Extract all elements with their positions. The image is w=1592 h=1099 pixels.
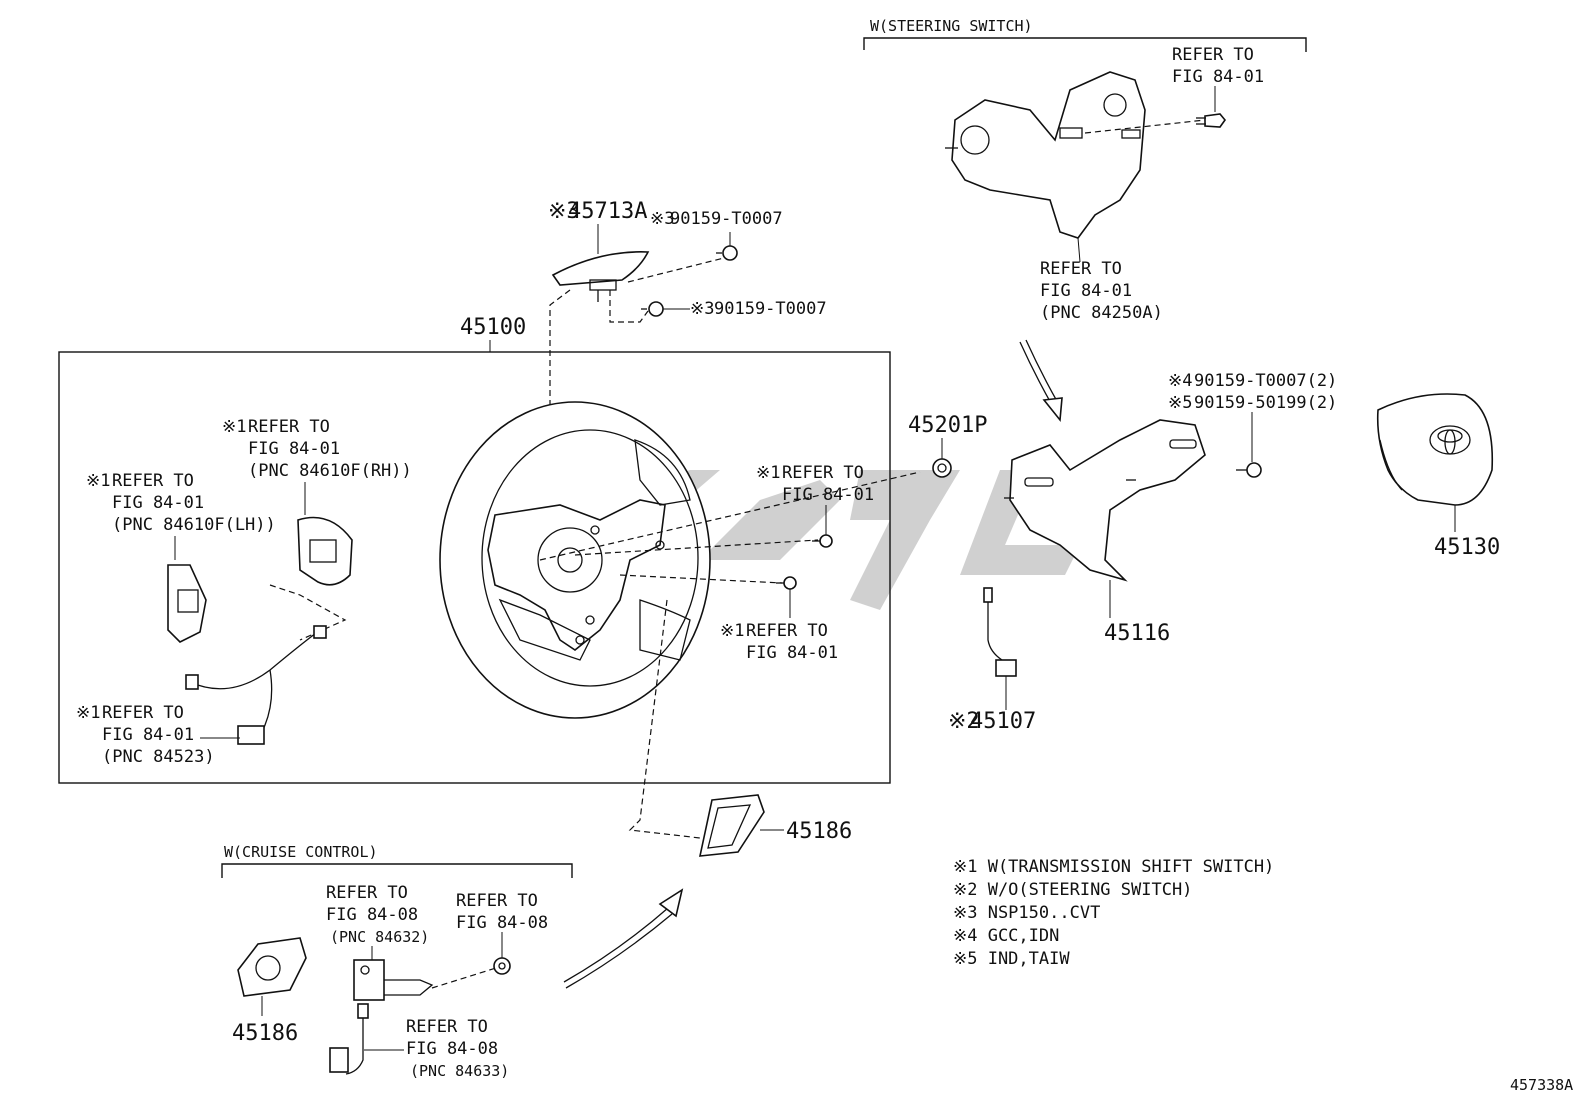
- part-45107-mark: ※2: [948, 709, 980, 734]
- steering-wheel-icon: [439, 401, 711, 719]
- ref-shift-rh-2: FIG 84-01: [248, 439, 340, 459]
- ref-shift-rh-mark: ※1: [222, 417, 246, 437]
- switch-bezel: [237, 937, 307, 997]
- steering-switch-cover: [1004, 419, 1206, 582]
- switch-icon: [167, 564, 207, 643]
- note-2: ※2 W/O(STEERING SWITCH): [953, 880, 1192, 900]
- ref-shift-rh-3: (PNC 84610F(RH)): [248, 461, 412, 481]
- ref-wire-2: FIG 84-01: [102, 725, 194, 745]
- part-45100: 45100: [460, 315, 526, 340]
- bolt-icon: [1196, 113, 1227, 128]
- ref-cruise-bolt-2: FIG 84-08: [456, 913, 548, 933]
- wire-harness-icon: [185, 625, 327, 745]
- switch-bezel: [698, 794, 765, 857]
- ref-steering-switch-1: REFER TO: [1040, 259, 1122, 279]
- arrow-icon: [1019, 339, 1063, 423]
- ref-shift-rh-1: REFER TO: [248, 417, 330, 437]
- part-90159-right-a-mark: ※4: [1168, 371, 1192, 391]
- ref-cruise-switch-3: (PNC 84632): [330, 928, 429, 946]
- note-3: ※3 NSP150..CVT: [953, 903, 1100, 923]
- ref-cruise-switch-2: FIG 84-08: [326, 905, 418, 925]
- part-90159-right-b: 90159-50199(2): [1194, 393, 1337, 413]
- switch-icon: [353, 959, 434, 1001]
- ref-steering-top-1: REFER TO: [1172, 45, 1254, 65]
- ref-cruise-wire-3: (PNC 84633): [410, 1062, 509, 1080]
- airbag-icon: [1376, 393, 1494, 506]
- notes-list: ※1 W(TRANSMISSION SHIFT SWITCH) ※2 W/O(S…: [953, 857, 1274, 969]
- part-90159-right-b-mark: ※5: [1168, 393, 1192, 413]
- cruise-control-group-label: W(CRUISE CONTROL): [224, 843, 378, 861]
- bolt-icon: [716, 245, 738, 261]
- cover-45713A: [551, 251, 650, 302]
- part-90159-mid: 90159-T0007: [714, 299, 827, 319]
- bolt-icon: [812, 534, 833, 548]
- part-90159-top: 90159-T0007: [670, 209, 783, 229]
- ref-shift-lh-1: REFER TO: [112, 471, 194, 491]
- part-45116: 45116: [1104, 621, 1170, 646]
- part-45713A: 45713A: [568, 199, 647, 224]
- ref-wire-1: REFER TO: [102, 703, 184, 723]
- note-4: ※4 GCC,IDN: [953, 926, 1059, 946]
- bolt-icon: [1236, 462, 1262, 478]
- ref-wire-3: (PNC 84523): [102, 747, 215, 767]
- cruise-control-group: W(CRUISE CONTROL): [221, 843, 573, 878]
- part-90159-top-mark: ※3: [650, 209, 674, 229]
- ref-shift-lh-mark: ※1: [86, 471, 110, 491]
- wire-harness-icon: [983, 587, 1017, 677]
- bolt-icon: [493, 957, 511, 975]
- ref-screw-lower-2: FIG 84-01: [746, 643, 838, 663]
- ref-screw-lower-mark: ※1: [720, 621, 744, 641]
- toyota-logo-icon: [1429, 425, 1471, 455]
- bolt-icon: [641, 301, 664, 317]
- part-90159-mid-mark: ※3: [690, 299, 714, 319]
- part-45130: 45130: [1434, 535, 1500, 560]
- steering-switch-group: W(STEERING SWITCH): [863, 17, 1307, 52]
- steering-switch-assembly: [945, 71, 1206, 239]
- note-1: ※1 W(TRANSMISSION SHIFT SWITCH): [953, 857, 1274, 877]
- steering-wheel-box: [58, 351, 891, 784]
- part-45201P: 45201P: [908, 413, 987, 438]
- part-45713A-mark: ※3: [548, 199, 580, 224]
- ref-cruise-wire-2: FIG 84-08: [406, 1039, 498, 1059]
- switch-icon: [297, 516, 353, 586]
- bolt-icon: [932, 458, 952, 478]
- part-90159-right-a: 90159-T0007(2): [1194, 371, 1337, 391]
- ref-shift-lh-3: (PNC 84610F(LH)): [112, 515, 276, 535]
- wire-harness-icon: [329, 1003, 369, 1075]
- arrow-icon: [563, 888, 684, 989]
- part-45107: 45107: [970, 709, 1036, 734]
- bolt-icon: [776, 576, 797, 590]
- steering-switch-group-label: W(STEERING SWITCH): [870, 17, 1033, 35]
- ref-cruise-wire-1: REFER TO: [406, 1017, 488, 1037]
- ref-steering-switch-3: (PNC 84250A): [1040, 303, 1163, 323]
- ref-steering-switch-2: FIG 84-01: [1040, 281, 1132, 301]
- ref-wire-mark: ※1: [76, 703, 100, 723]
- ref-screw-upper-1: REFER TO: [782, 463, 864, 483]
- part-45186-right: 45186: [786, 819, 852, 844]
- ref-screw-upper-2: FIG 84-01: [782, 485, 874, 505]
- ref-cruise-bolt-1: REFER TO: [456, 891, 538, 911]
- ref-cruise-switch-1: REFER TO: [326, 883, 408, 903]
- part-45186-left: 45186: [232, 1021, 298, 1046]
- ref-shift-lh-2: FIG 84-01: [112, 493, 204, 513]
- ref-screw-upper-mark: ※1: [756, 463, 780, 483]
- ref-steering-top-2: FIG 84-01: [1172, 67, 1264, 87]
- note-5: ※5 IND,TAIW: [953, 949, 1070, 969]
- diagram-id: 457338A: [1510, 1076, 1573, 1094]
- ref-screw-lower-1: REFER TO: [746, 621, 828, 641]
